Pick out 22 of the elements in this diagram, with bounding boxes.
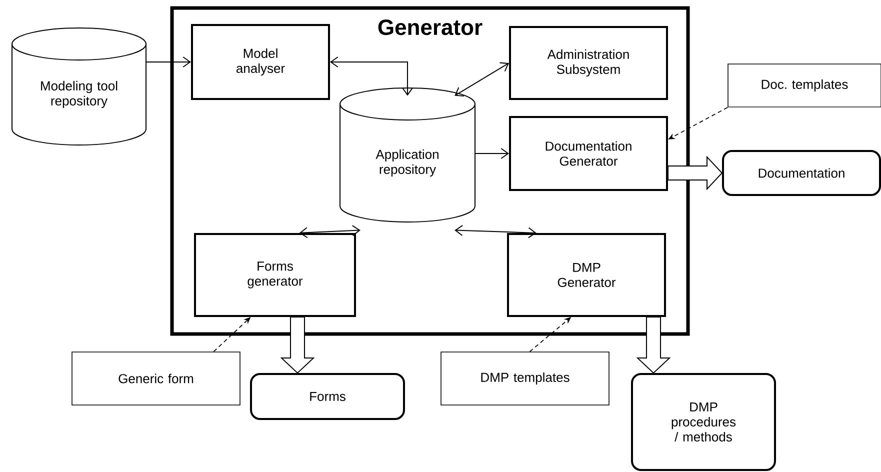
input-box: DMP templates bbox=[440, 352, 610, 406]
block-arrow bbox=[280, 316, 315, 374]
arrow bbox=[146, 56, 191, 68]
arrow bbox=[299, 225, 360, 238]
input-box: Generic form bbox=[72, 352, 240, 406]
arrow bbox=[454, 62, 509, 97]
block-arrow bbox=[636, 316, 671, 374]
database-cylinder: Application repository bbox=[340, 88, 476, 222]
block-arrow bbox=[668, 156, 723, 190]
arrow bbox=[474, 148, 509, 159]
output-box: Forms bbox=[250, 373, 405, 420]
output-box: Documentation bbox=[722, 150, 881, 196]
process-box: Administration Subsystem bbox=[509, 26, 668, 100]
arrow bbox=[454, 224, 536, 238]
arrow bbox=[330, 56, 413, 96]
input-box: Doc. templates bbox=[728, 64, 881, 108]
process-box: Forms generator bbox=[194, 233, 356, 317]
process-box: Documentation Generator bbox=[509, 116, 668, 191]
database-cylinder: Modeling tool repository bbox=[12, 28, 146, 146]
process-box: Model analyser bbox=[191, 24, 330, 100]
output-box: DMP procedures / methods bbox=[631, 373, 776, 471]
process-box: DMP Generator bbox=[507, 233, 666, 317]
